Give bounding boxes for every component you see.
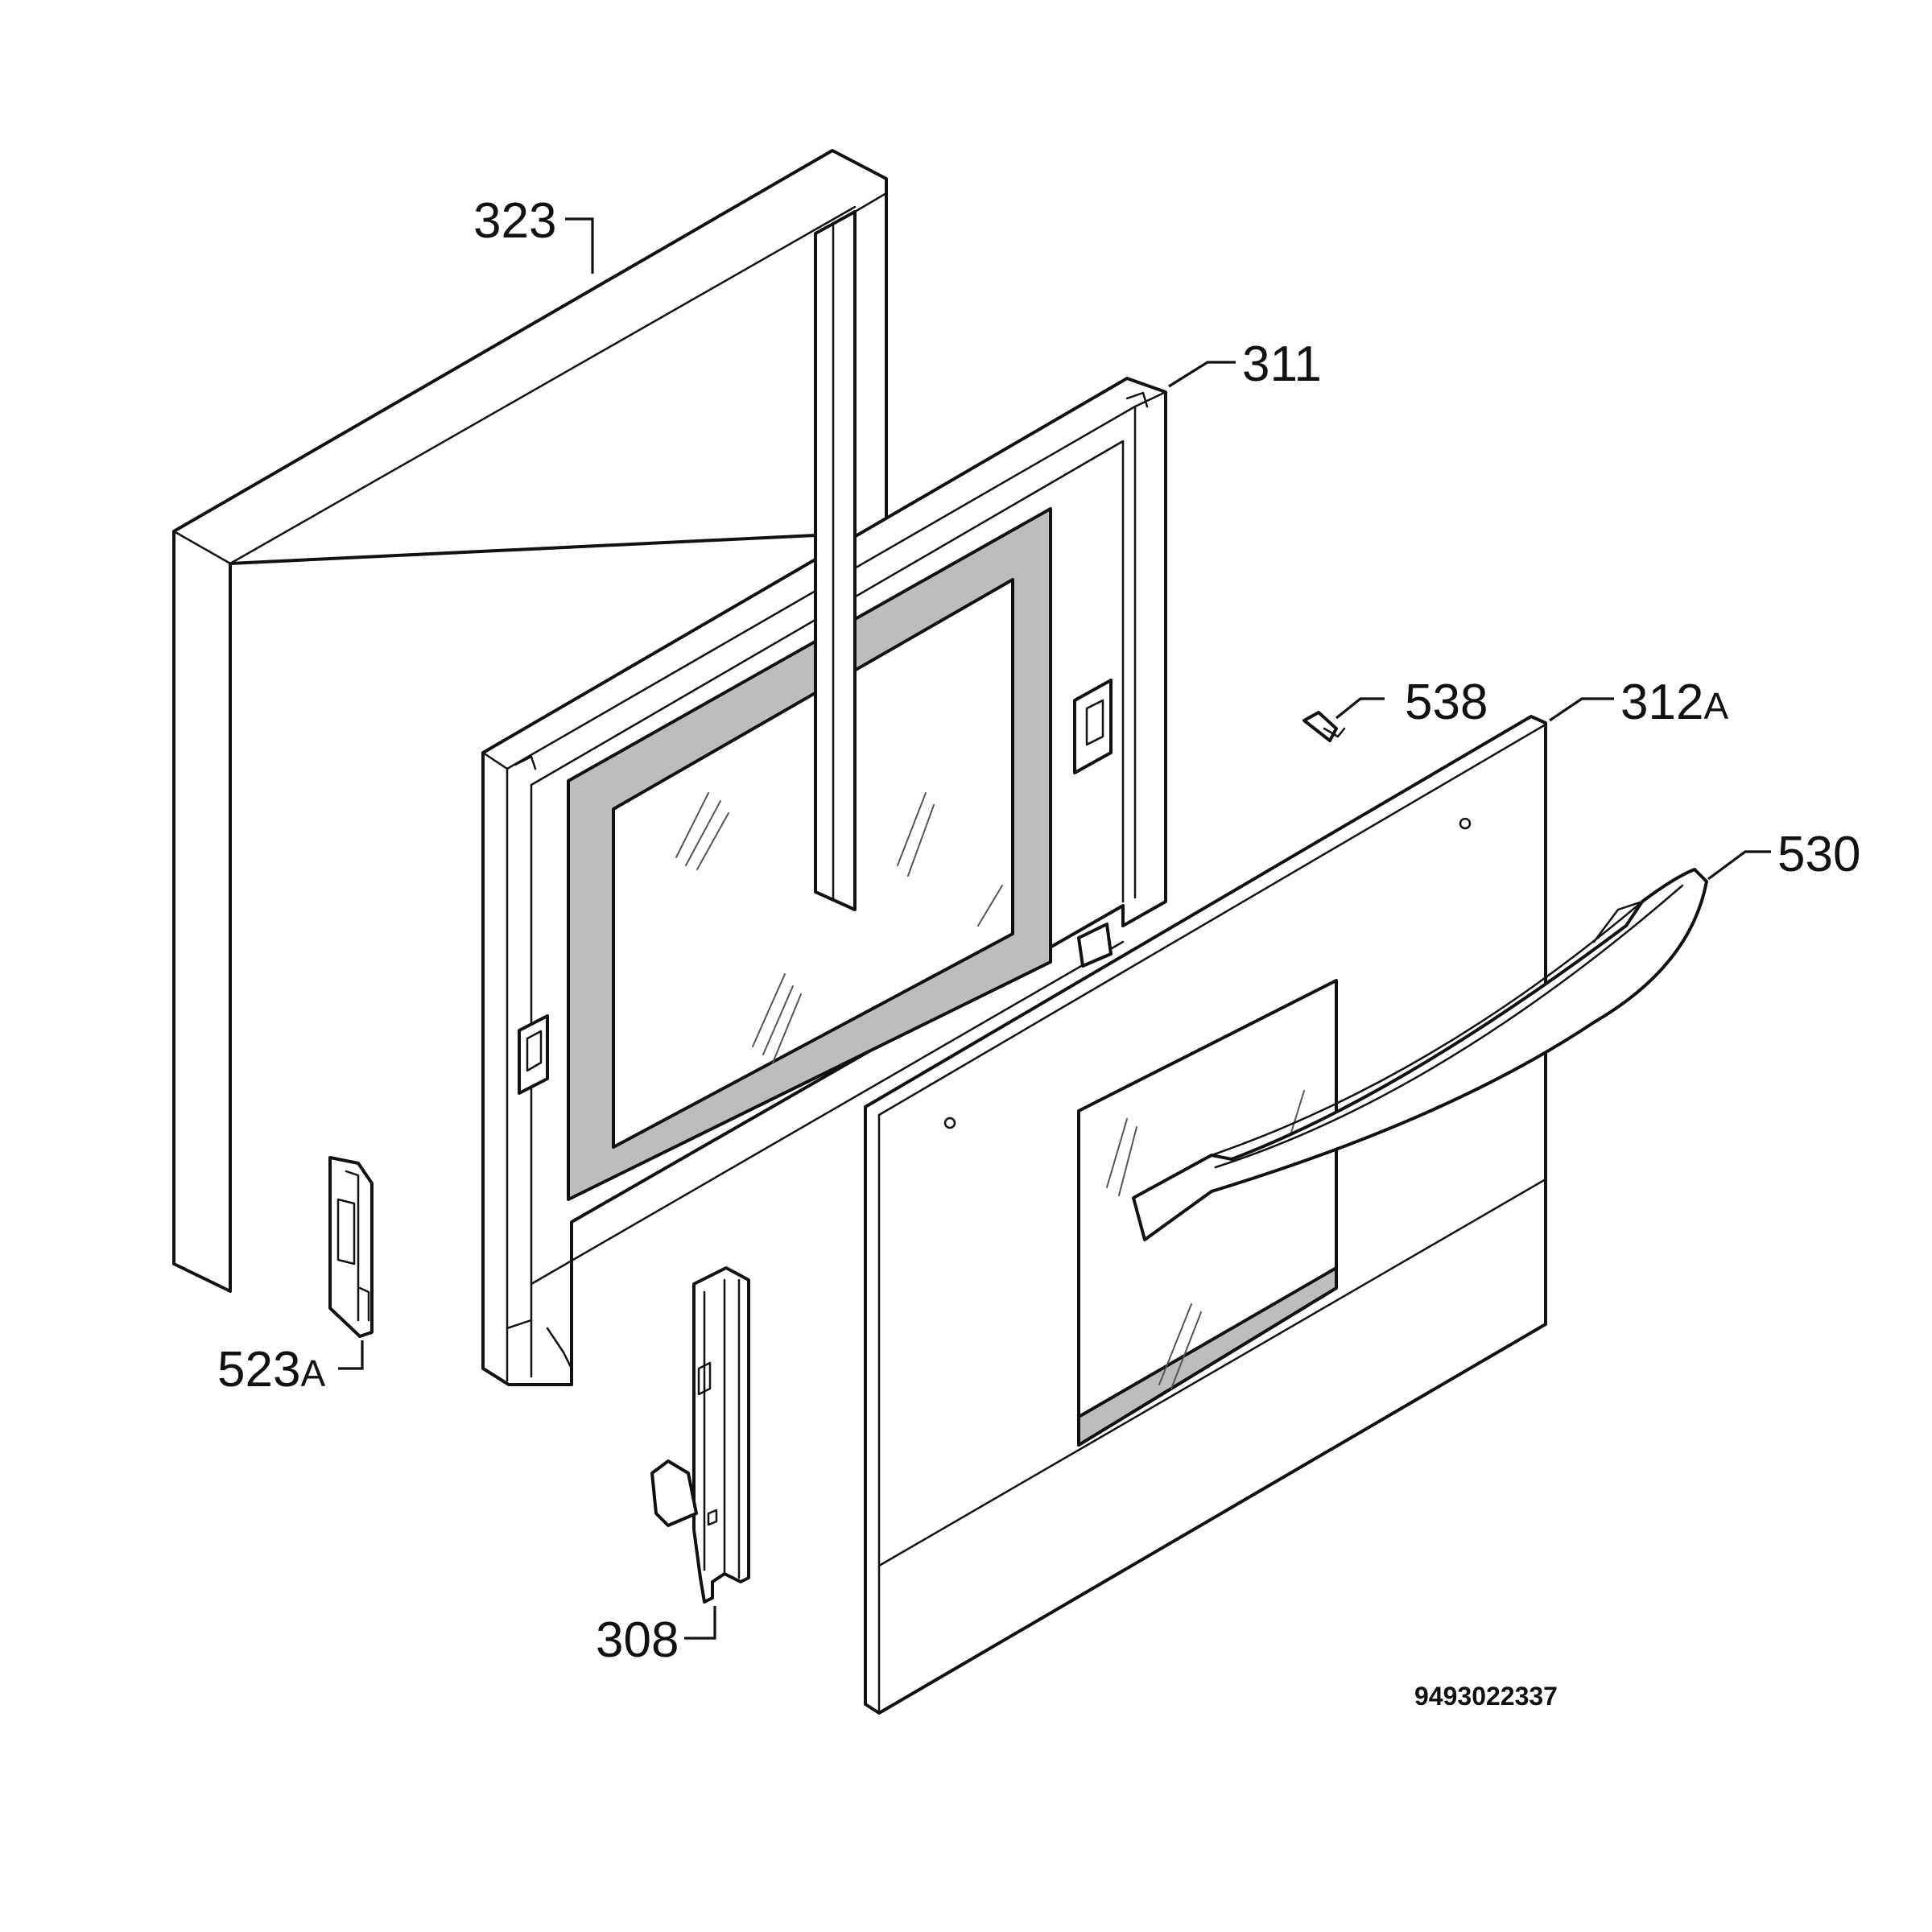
label-538: 538 [1405,675,1488,730]
handle-part-530 [1132,868,1708,1241]
leader-523A [338,1340,364,1370]
leader-312A [1549,697,1614,722]
leader-538 [1335,697,1385,720]
leader-311 [1168,361,1236,388]
leader-530 [1707,850,1771,881]
leader-lines [338,217,1771,1640]
label-530: 530 [1777,827,1860,882]
frame-side-strip [814,210,857,911]
label-312A-suffix: A [1703,685,1728,727]
hinge-receiver-part-523A [328,1156,374,1338]
label-523A-number: 523 [217,1342,300,1397]
screw-part-538 [1302,711,1346,742]
label-312A-number: 312 [1620,675,1703,730]
label-523A: 523A [217,1342,325,1397]
label-308: 308 [596,1612,679,1668]
outer-door-glass-part-312A [864,715,1547,1715]
label-312A: 312A [1620,675,1728,730]
label-323: 323 [473,193,556,249]
drawing-code: 9493022337 [1414,1682,1558,1711]
hinge-part-308 [650,1266,750,1604]
label-523A-suffix: A [300,1352,325,1394]
leader-308 [684,1606,716,1640]
leader-323 [565,217,594,274]
label-311: 311 [1242,336,1322,392]
